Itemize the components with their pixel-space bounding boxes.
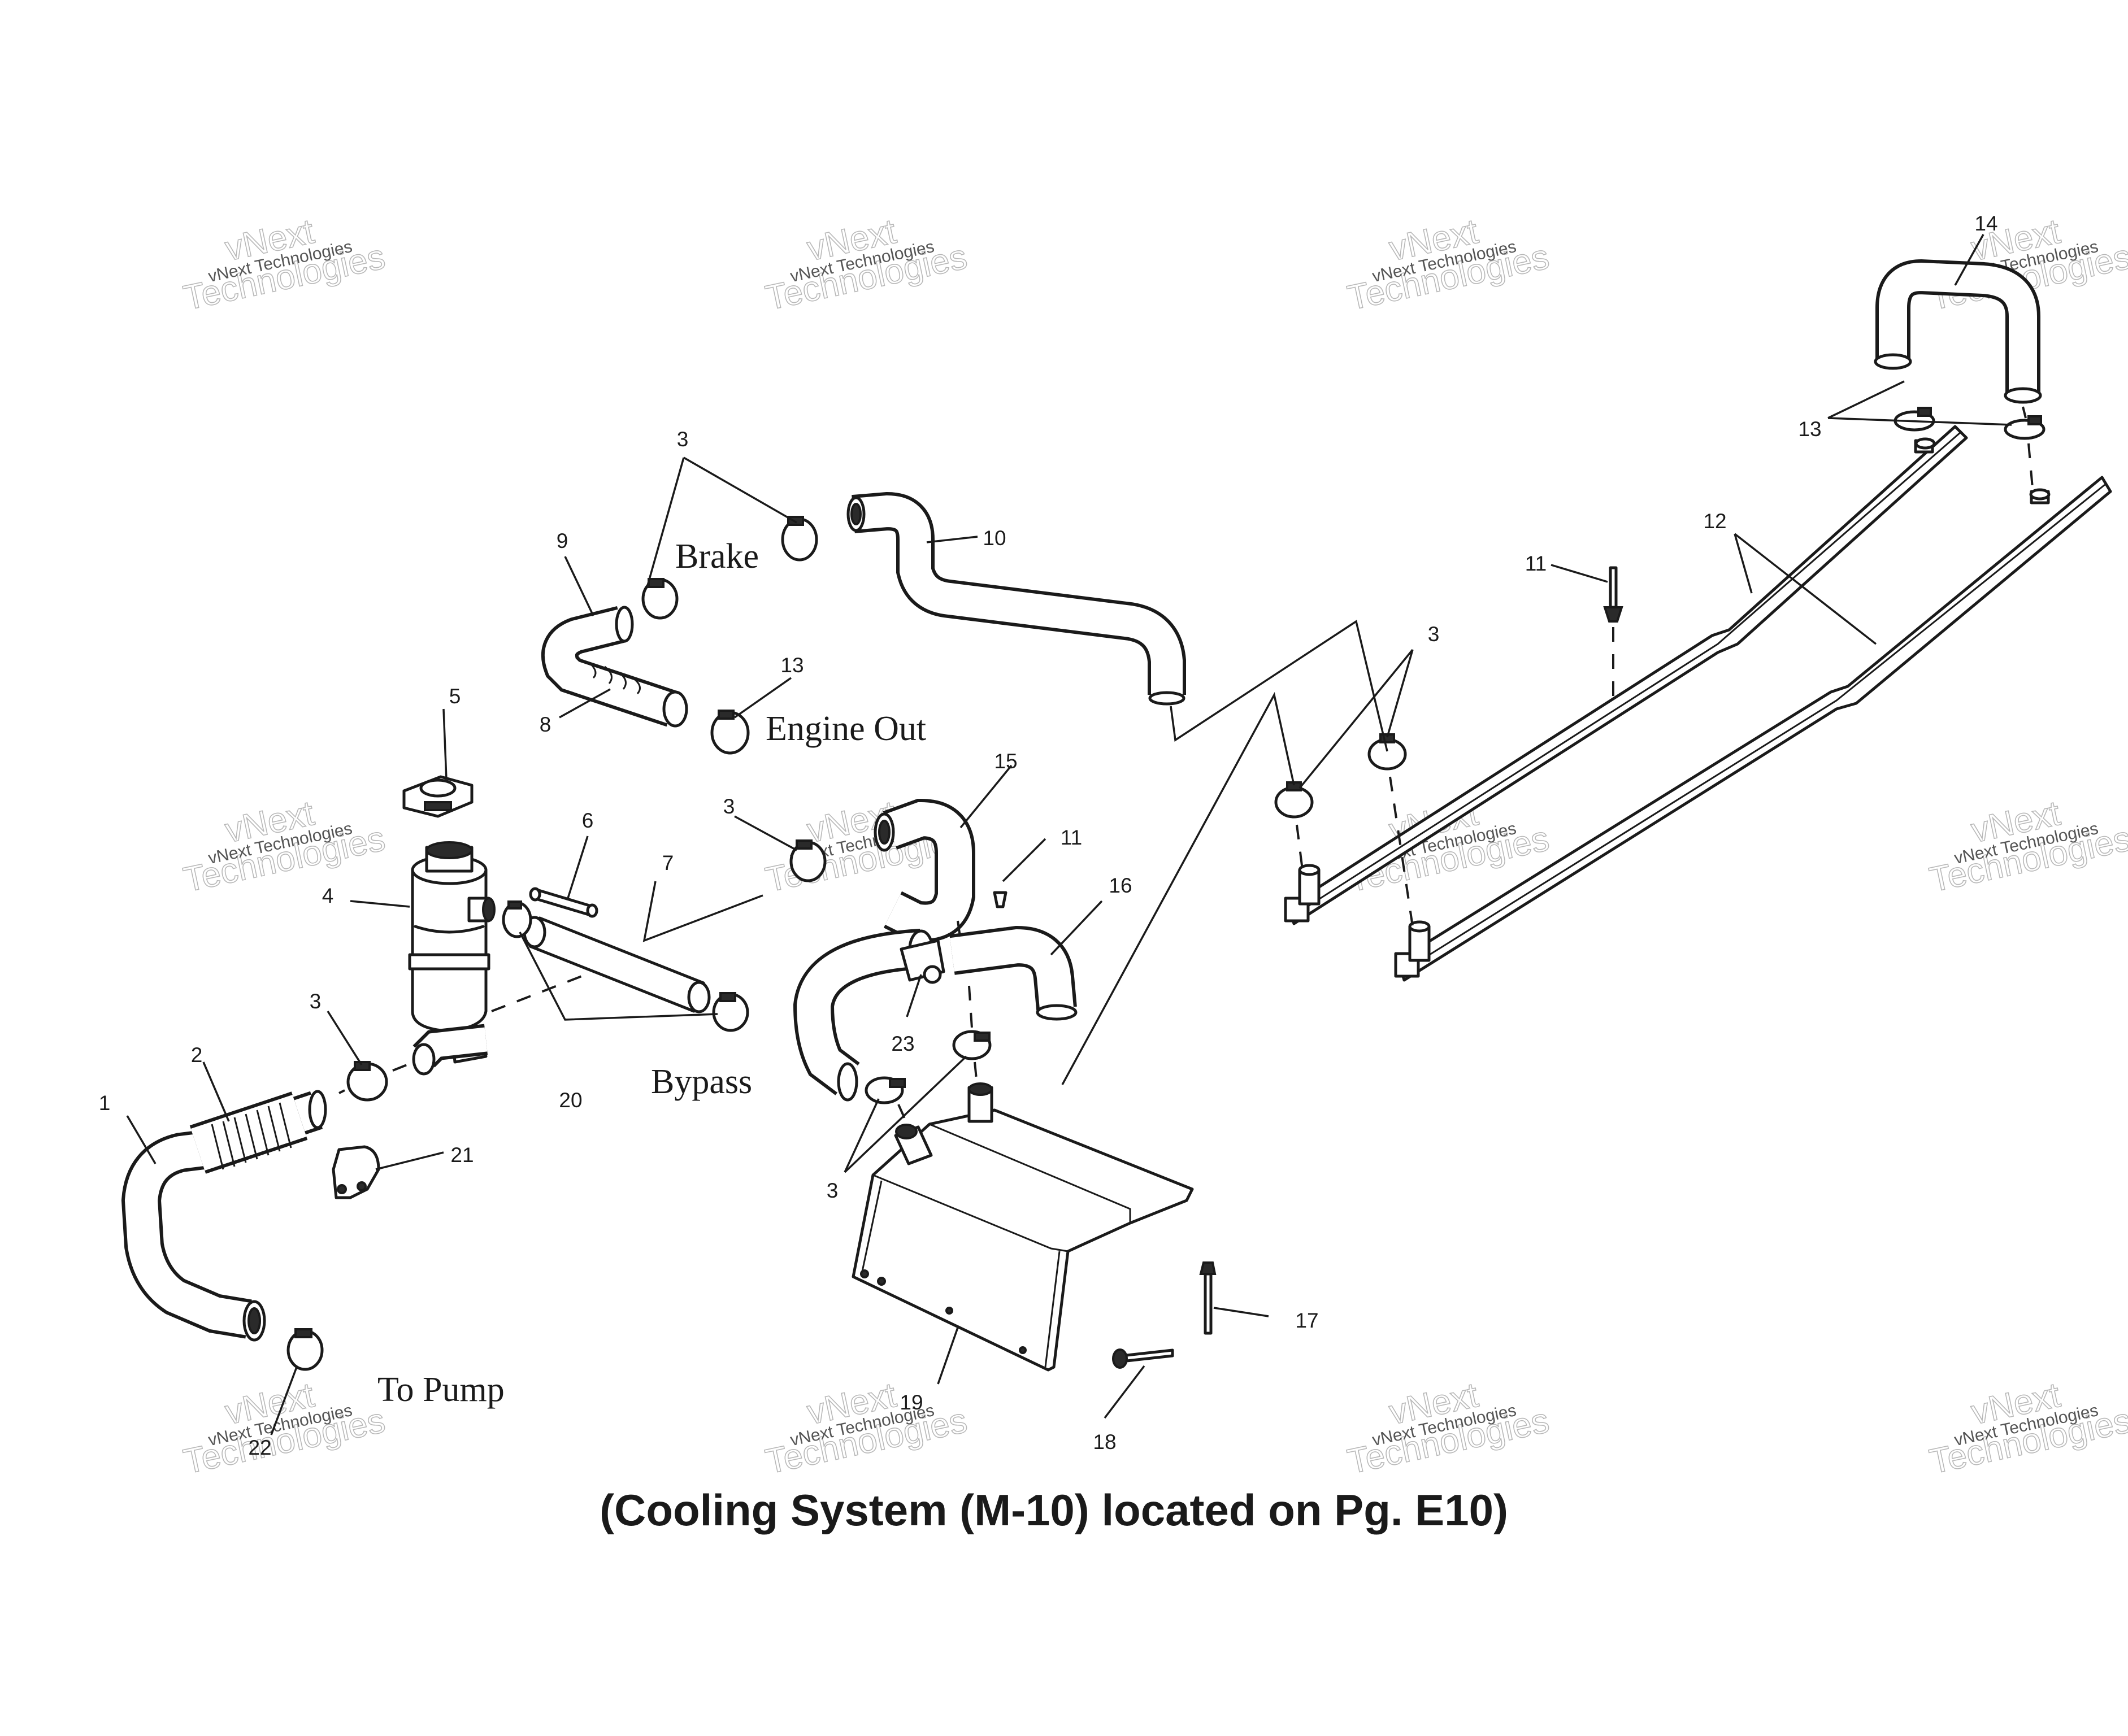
clamp-part-3-brake-upper bbox=[781, 516, 818, 562]
callout-13-engine: 13 bbox=[780, 654, 804, 677]
tank-part-4 bbox=[408, 841, 496, 1064]
assembly-line-hose10-to-radiator bbox=[1170, 620, 1388, 752]
watermark-bot-2: vNext Technologies vNext Technologies bbox=[762, 1375, 971, 1482]
callout-6: 6 bbox=[582, 809, 594, 832]
callout-23: 23 bbox=[891, 1032, 914, 1055]
tube-outlet-right bbox=[1408, 920, 1431, 962]
tank-part-19 bbox=[852, 1082, 1194, 1372]
callout-12: 12 bbox=[1703, 510, 1726, 533]
bolt-part-17 bbox=[1199, 1261, 1217, 1335]
label-bypass: Bypass bbox=[651, 1063, 752, 1101]
label-brake: Brake bbox=[675, 537, 759, 576]
clamp-part-20-a bbox=[502, 900, 532, 938]
clamp-part-20-b bbox=[712, 992, 749, 1032]
watermark-mid-3: vNext Technologies vNext Technologies bbox=[1344, 793, 1553, 900]
callout-1: 1 bbox=[99, 1091, 111, 1115]
callout-4: 4 bbox=[322, 884, 334, 907]
bracket-part-21 bbox=[332, 1145, 380, 1199]
cap-part-5 bbox=[402, 775, 474, 818]
hose-part-9 bbox=[541, 606, 688, 728]
clamp-part-3-brake-lower bbox=[641, 578, 679, 620]
clamp-part-13-engine-out bbox=[710, 710, 750, 755]
callout-19: 19 bbox=[900, 1391, 923, 1414]
watermark-top-1: vNext Technologies vNext Technologies bbox=[180, 211, 389, 318]
tube-part-7 bbox=[523, 916, 711, 1013]
callout-10: 10 bbox=[983, 527, 1006, 550]
callout-2: 2 bbox=[191, 1043, 203, 1067]
radiator-tube-part-12-upper bbox=[1284, 425, 1968, 925]
radiator-tube-part-12-lower bbox=[1394, 476, 2112, 982]
callout-14: 14 bbox=[1974, 212, 1997, 235]
callout-3-brake: 3 bbox=[677, 428, 689, 451]
clamp-part-22 bbox=[286, 1328, 324, 1371]
watermark-bot-1: vNext Technologies vNext Technologies bbox=[180, 1375, 389, 1482]
clamp-part-13-upper-right bbox=[2004, 415, 2046, 440]
callout-16: 16 bbox=[1109, 874, 1132, 897]
diagram-caption: (Cooling System (M-10) located on Pg. E1… bbox=[600, 1485, 1508, 1535]
clamp-part-3-tank-a bbox=[952, 1030, 992, 1060]
label-to-pump: To Pump bbox=[377, 1370, 505, 1409]
callout-7: 7 bbox=[662, 851, 674, 874]
tube-part-6 bbox=[529, 887, 598, 918]
callout-9: 9 bbox=[557, 529, 568, 552]
tank-elbow bbox=[412, 1024, 488, 1076]
assembly-line-tank-to-radiator bbox=[1061, 692, 1295, 1085]
watermark-bot-4: vNext Technologies vNext Technologies bbox=[1926, 1375, 2128, 1482]
bolt-part-11-left bbox=[993, 891, 1007, 908]
callout-8: 8 bbox=[540, 713, 551, 736]
watermark-top-3: vNext Technologies vNext Technologies bbox=[1344, 211, 1553, 318]
clamp-part-3-radiator-a bbox=[1274, 781, 1314, 819]
clamp-part-3-radiator-b bbox=[1367, 733, 1407, 771]
bolt-part-11-right bbox=[1603, 566, 1623, 623]
corrugated-hose-part-2 bbox=[189, 1090, 327, 1174]
callout-17: 17 bbox=[1295, 1309, 1318, 1332]
watermark-top-2: vNext Technologies vNext Technologies bbox=[762, 211, 971, 318]
callout-22: 22 bbox=[248, 1436, 271, 1459]
callout-3-radiator: 3 bbox=[1428, 623, 1440, 646]
clamp-part-3-bypass bbox=[789, 839, 827, 882]
callout-13-top: 13 bbox=[1798, 417, 1821, 441]
clamp-part-3-tank-b bbox=[865, 1076, 906, 1104]
callout-21: 21 bbox=[450, 1143, 474, 1167]
hose-part-1 bbox=[121, 1130, 266, 1342]
label-engine-out: Engine Out bbox=[766, 710, 926, 748]
tube-outlet-left bbox=[1298, 864, 1321, 906]
callout-15: 15 bbox=[994, 750, 1017, 773]
callout-5: 5 bbox=[449, 685, 461, 708]
bolt-part-18 bbox=[1112, 1348, 1174, 1369]
watermark-mid-4: vNext Technologies vNext Technologies bbox=[1926, 793, 2128, 900]
callout-11-left: 11 bbox=[1061, 826, 1082, 849]
clamp-part-13-upper-left bbox=[1894, 407, 1935, 432]
hose-part-14 bbox=[1874, 259, 2042, 404]
bracket-part-23 bbox=[900, 939, 945, 984]
hose-part-15 bbox=[874, 798, 975, 942]
callout-3-pump: 3 bbox=[310, 990, 322, 1013]
callout-18: 18 bbox=[1093, 1430, 1116, 1454]
callout-11-right: 11 bbox=[1525, 552, 1547, 575]
watermark-mid-1: vNext Technologies vNext Technologies bbox=[180, 793, 389, 900]
hose-part-16 bbox=[793, 925, 1078, 1102]
callout-3-tank: 3 bbox=[827, 1179, 839, 1202]
callout-20: 20 bbox=[559, 1089, 582, 1112]
callout-3-bypass: 3 bbox=[723, 795, 735, 818]
clamp-part-3-pump-line bbox=[346, 1061, 388, 1102]
hose-part-10 bbox=[846, 491, 1186, 706]
watermark-bot-3: vNext Technologies vNext Technologies bbox=[1344, 1375, 1553, 1482]
